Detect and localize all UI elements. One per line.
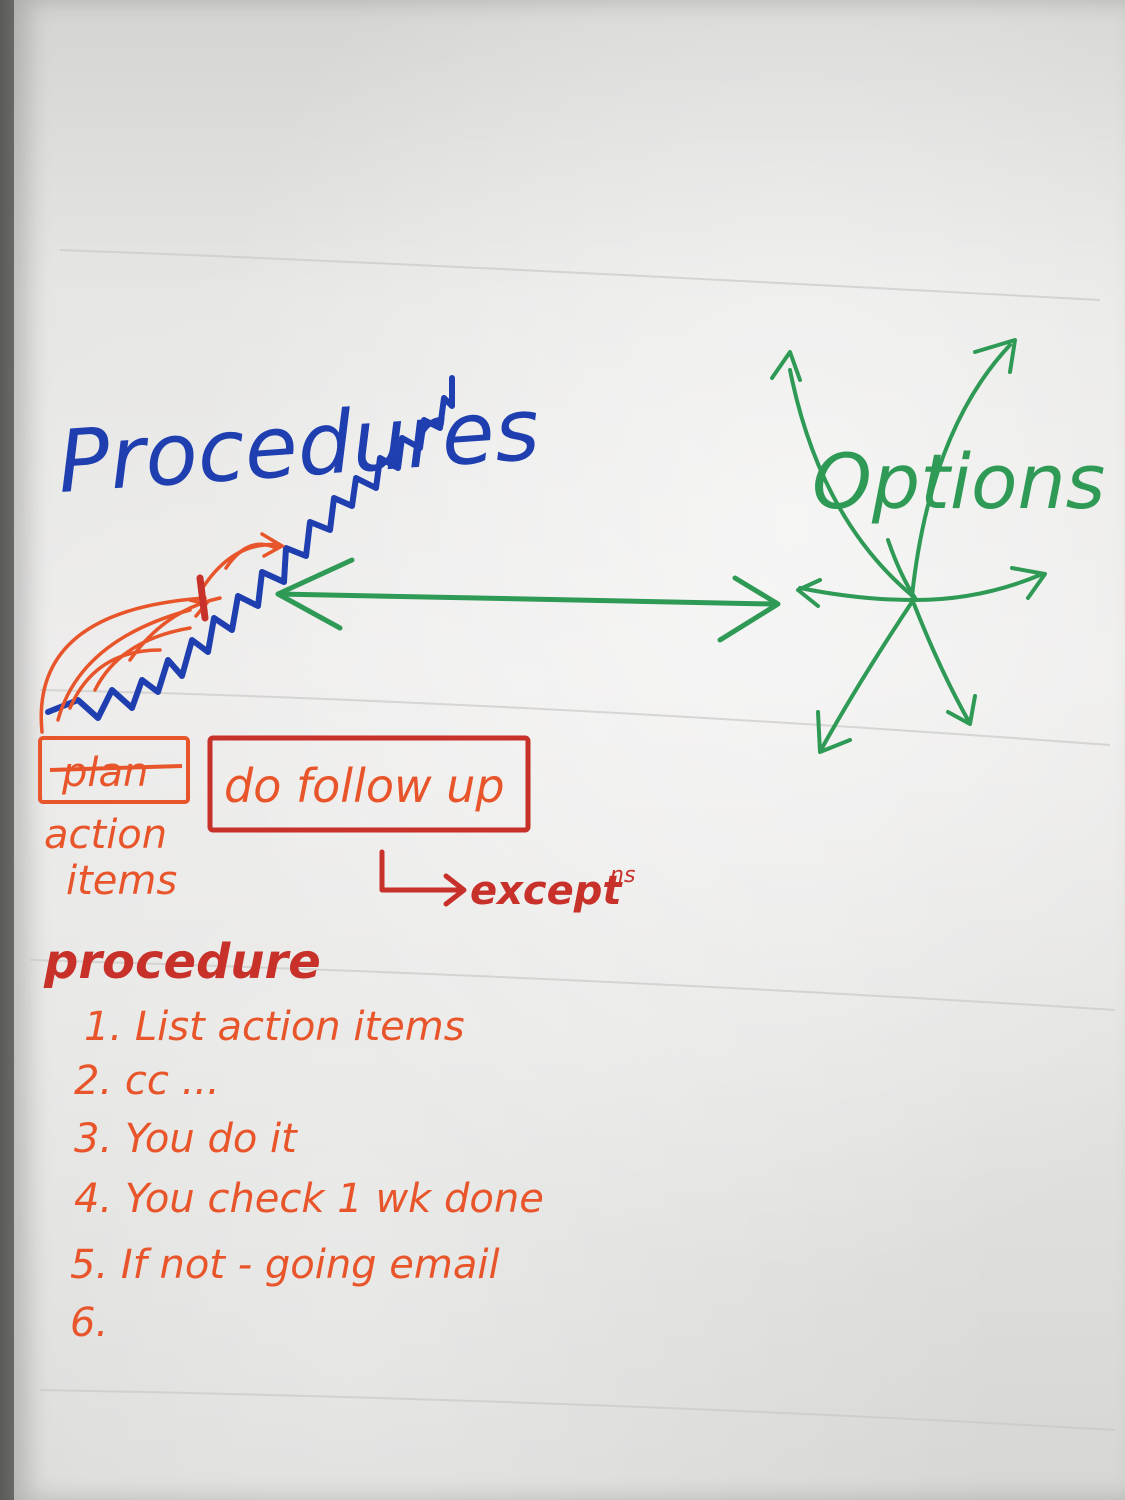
orange-step-arcs xyxy=(39,532,286,734)
arrow-head xyxy=(816,710,852,754)
step-arc xyxy=(93,626,192,692)
procedure-step: 4. You check 1 wk done xyxy=(74,1176,544,1222)
procedure-step: 3. You do it xyxy=(74,1116,298,1162)
step-arc xyxy=(224,542,278,570)
procedure-step: 6. xyxy=(70,1300,108,1346)
crease-line xyxy=(59,249,1101,301)
option-arrow xyxy=(788,368,917,600)
plan-strikethrough xyxy=(49,764,183,772)
arrow-head xyxy=(1010,566,1047,600)
flipchart-paper xyxy=(14,0,1125,1500)
arrow-head xyxy=(973,338,1017,374)
step-arc xyxy=(128,596,222,662)
procedure-step: 2. cc ... xyxy=(74,1058,220,1104)
arrow-head xyxy=(770,350,802,382)
options-starburst xyxy=(770,338,1047,754)
green-double-arrow xyxy=(275,557,781,643)
procedures-title: Procedures xyxy=(54,380,542,513)
crease-line xyxy=(39,1389,1116,1431)
exceptions-superscript: ns xyxy=(610,863,635,888)
plan-text: plan xyxy=(61,750,148,796)
procedure-step: 5. If not - going email xyxy=(70,1242,500,1288)
arrow-shaft xyxy=(275,591,775,607)
procedure-steps: 1. List action items 2. cc ... 3. You do… xyxy=(70,1004,544,1346)
procedure-step: 1. List action items xyxy=(84,1004,465,1050)
exceptions-text: except xyxy=(470,868,623,914)
option-arrow xyxy=(913,573,1042,602)
do-follow-up-text: do follow up xyxy=(224,759,505,813)
step-arc xyxy=(56,608,192,722)
option-arrow xyxy=(820,600,914,750)
step-arc xyxy=(39,596,207,734)
option-arrow xyxy=(910,343,1012,598)
options-title: Options xyxy=(812,437,1105,526)
action-label-line2: items xyxy=(66,858,177,904)
step-arc xyxy=(68,648,162,710)
arrow-head xyxy=(260,532,286,558)
option-arrow xyxy=(912,602,970,722)
action-label-line1: action xyxy=(44,812,167,858)
arrow-head-left xyxy=(275,557,355,631)
do-follow-up-box xyxy=(207,735,531,833)
option-arrow xyxy=(798,586,914,602)
crease-line xyxy=(29,959,1116,1011)
crease-line xyxy=(39,689,1111,746)
option-arrow xyxy=(886,538,917,600)
paper-creases xyxy=(29,249,1116,1431)
red-step-mark xyxy=(196,574,209,622)
arrow-head-right xyxy=(717,575,781,643)
plan-box xyxy=(38,736,190,804)
exceptions-arrow xyxy=(379,849,467,907)
procedure-heading: procedure xyxy=(43,934,321,990)
arrow-head xyxy=(796,578,822,608)
blue-staircase xyxy=(45,375,455,721)
arrow-head xyxy=(946,694,977,726)
